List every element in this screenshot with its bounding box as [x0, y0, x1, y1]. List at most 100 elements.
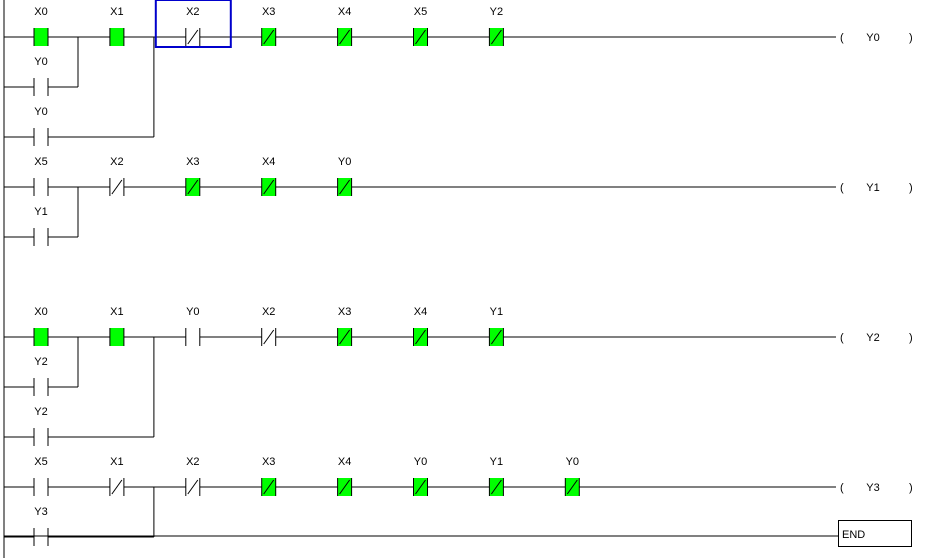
- contact-no-y0[interactable]: Y0: [33, 106, 49, 146]
- energized-highlight: [34, 328, 48, 346]
- energized-highlight: [109, 28, 124, 46]
- contact-address-label: X5: [34, 156, 47, 168]
- contact-address-label: X1: [110, 6, 123, 18]
- contact-nc-x2[interactable]: X2: [185, 6, 201, 46]
- contact-no-x5[interactable]: X5: [33, 156, 49, 196]
- selection-cursor[interactable]: [154, 0, 232, 48]
- contact-address-label: Y0: [338, 156, 351, 168]
- contact-slash: [187, 179, 199, 195]
- contact-slash: [339, 179, 351, 195]
- contact-address-label: X5: [34, 456, 47, 468]
- contact-address-label: Y0: [34, 56, 47, 68]
- contact-address-label: X3: [186, 156, 199, 168]
- contact-slash: [415, 29, 426, 45]
- contact-slash: [490, 29, 502, 45]
- contact-slash: [490, 479, 502, 495]
- contact-nc-x4[interactable]: X4: [337, 6, 353, 46]
- coil-address-label: Y3: [866, 482, 879, 494]
- contact-nc-x3[interactable]: X3: [337, 306, 353, 346]
- contact-address-label: Y0: [566, 456, 579, 468]
- contact-slash: [415, 329, 426, 345]
- contact-nc-y1[interactable]: Y1: [488, 456, 504, 496]
- contact-nc-y1[interactable]: Y1: [488, 306, 504, 346]
- contact-nc-x5[interactable]: X5: [413, 6, 428, 46]
- contact-nc-x4[interactable]: X4: [261, 156, 277, 196]
- contact-address-label: X4: [338, 6, 351, 18]
- contact-address-label: X3: [338, 306, 351, 318]
- contact-nc-x3[interactable]: X3: [185, 156, 201, 196]
- contact-address-label: Y0: [186, 306, 199, 318]
- contact-slash: [187, 479, 199, 495]
- contact-slash: [263, 329, 275, 345]
- contact-address-label: Y1: [34, 206, 47, 218]
- coil-address-label: Y0: [866, 32, 879, 44]
- contact-nc-x2[interactable]: X2: [185, 456, 201, 496]
- contact-slash: [339, 479, 351, 495]
- contact-nc-x2[interactable]: X2: [261, 306, 277, 346]
- contact-nc-x4[interactable]: X4: [337, 456, 353, 496]
- contact-slash: [263, 479, 275, 495]
- contact-address-label: Y0: [414, 456, 427, 468]
- contact-nc-y0[interactable]: Y0: [564, 456, 580, 496]
- contact-nc-x3[interactable]: X3: [261, 6, 277, 46]
- output-coil-y2[interactable]: (Y2): [840, 332, 913, 344]
- contact-slash: [339, 329, 351, 345]
- contact-nc-x4[interactable]: X4: [413, 306, 428, 346]
- energized-highlight: [109, 328, 124, 346]
- contact-address-label: Y1: [490, 456, 503, 468]
- contact-no-x1[interactable]: X1: [109, 306, 125, 346]
- contact-no-y3[interactable]: Y3: [33, 506, 49, 546]
- contact-slash: [566, 479, 578, 495]
- contact-nc-y0[interactable]: Y0: [413, 456, 428, 496]
- contact-address-label: X4: [414, 306, 427, 318]
- coil-address-label: Y2: [866, 332, 879, 344]
- output-coil-y1[interactable]: (Y1): [840, 182, 913, 194]
- contact-nc-x1[interactable]: X1: [109, 456, 125, 496]
- contact-address-label: X3: [262, 6, 275, 18]
- end-rung: END: [4, 520, 912, 547]
- contact-no-x1[interactable]: X1: [109, 6, 125, 46]
- contact-nc-x2[interactable]: X2: [109, 156, 125, 196]
- contact-no-x0[interactable]: X0: [33, 306, 49, 346]
- contact-nc-x3[interactable]: X3: [261, 456, 277, 496]
- contact-address-label: X2: [186, 456, 199, 468]
- contact-address-label: X0: [34, 306, 47, 318]
- contact-no-x0[interactable]: X0: [33, 6, 49, 46]
- contact-no-y2[interactable]: Y2: [33, 356, 49, 396]
- contact-slash: [187, 29, 199, 45]
- contact-no-y0[interactable]: Y0: [185, 306, 201, 346]
- coil-open-paren: (: [840, 482, 844, 494]
- contact-no-x5[interactable]: X5: [33, 456, 49, 496]
- contact-slash: [339, 29, 351, 45]
- contact-no-y2[interactable]: Y2: [33, 406, 49, 446]
- coil-open-paren: (: [840, 332, 844, 344]
- coil-close-paren: ): [909, 32, 913, 44]
- contact-address-label: X5: [414, 6, 427, 18]
- contact-address-label: X4: [338, 456, 351, 468]
- contact-address-label: X1: [110, 306, 123, 318]
- contact-no-y0[interactable]: Y0: [33, 56, 49, 96]
- contact-nc-y2[interactable]: Y2: [488, 6, 504, 46]
- coil-address-label: Y1: [866, 182, 879, 194]
- end-instruction-box[interactable]: [838, 520, 912, 547]
- contact-no-y1[interactable]: Y1: [33, 206, 49, 246]
- contact-address-label: Y1: [490, 306, 503, 318]
- energized-highlight: [34, 28, 48, 46]
- contact-slash: [111, 179, 123, 195]
- contact-address-label: Y2: [34, 406, 47, 418]
- contact-address-label: Y2: [490, 6, 503, 18]
- contact-address-label: X2: [186, 6, 199, 18]
- contact-address-label: X4: [262, 156, 275, 168]
- contact-slash: [111, 479, 123, 495]
- contact-address-label: X3: [262, 456, 275, 468]
- contact-address-label: X2: [262, 306, 275, 318]
- contact-address-label: Y3: [34, 506, 47, 518]
- contact-nc-y0[interactable]: Y0: [337, 156, 353, 196]
- output-coil-y0[interactable]: (Y0): [840, 32, 913, 44]
- output-coil-y3[interactable]: (Y3): [840, 482, 913, 494]
- contact-address-label: Y2: [34, 356, 47, 368]
